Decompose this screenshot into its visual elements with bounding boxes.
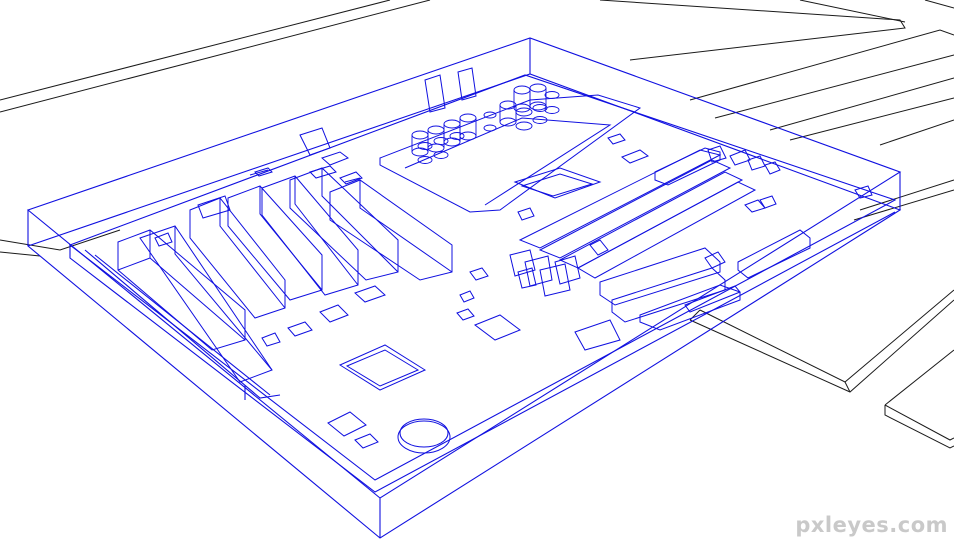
- motherboard: [26, 37, 902, 539]
- expansion-slots: [117, 167, 453, 383]
- capacitors: [411, 83, 560, 164]
- watermark-text: pxleyes.com: [795, 513, 948, 537]
- small-chips: [154, 133, 650, 454]
- memory-slots: [509, 145, 873, 351]
- desk-wireframe: [0, 0, 954, 449]
- cpu-area: [254, 67, 642, 213]
